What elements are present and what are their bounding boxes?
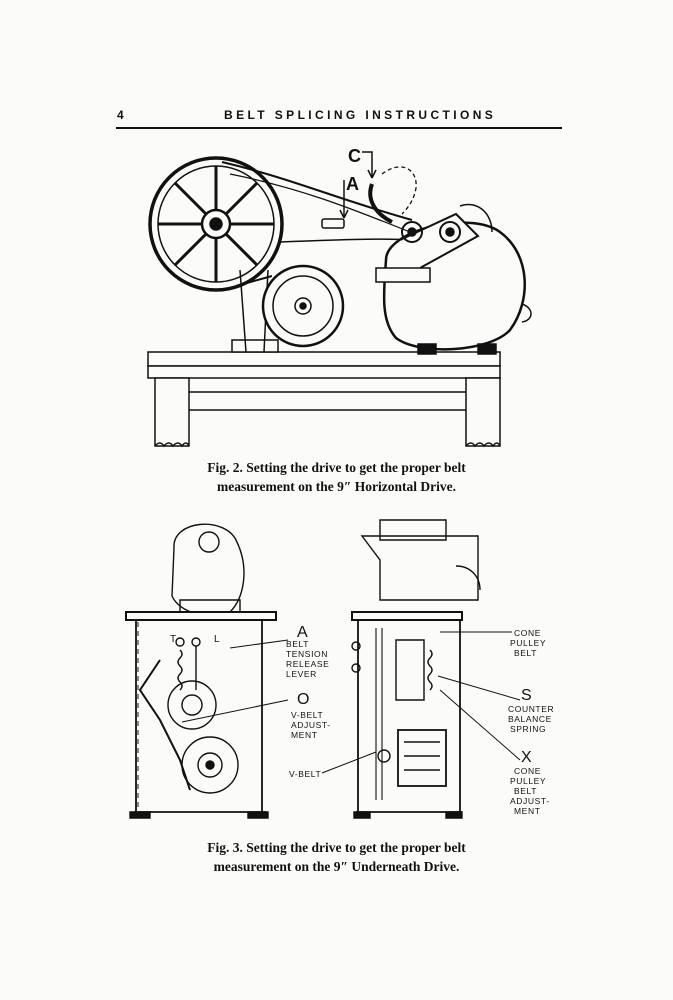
- label-l: L: [214, 634, 220, 645]
- label-s: S: [521, 687, 532, 704]
- label-a-line-4: LEVER: [286, 669, 317, 679]
- running-header: BELT SPLICING INSTRUCTIONS: [224, 108, 497, 122]
- header-rule: [116, 127, 562, 129]
- page-number: 4: [117, 108, 124, 122]
- label-x-line-1: CONE: [514, 766, 541, 776]
- label-cone-line-2: PULLEY: [510, 638, 546, 648]
- bench: [147, 351, 501, 448]
- belt-clip: [321, 218, 345, 229]
- idler-pulley: [261, 264, 345, 348]
- label-cone-line-1: CONE: [514, 628, 541, 638]
- figure-2-label-a: A: [346, 174, 359, 194]
- label-o: O: [297, 691, 309, 708]
- label-s-line-2: BALANCE: [508, 714, 552, 724]
- label-a-line-1: BELT: [286, 639, 309, 649]
- label-t: T: [170, 634, 176, 645]
- label-s-line-1: COUNTER: [508, 704, 554, 714]
- label-a-line-3: RELEASE: [286, 659, 329, 669]
- label-s-line-3: SPRING: [510, 724, 546, 734]
- label-a-line-2: TENSION: [286, 649, 328, 659]
- figure-2-caption-line-2: measurement on the 9″ Horizontal Drive.: [217, 479, 456, 494]
- label-x: X: [521, 749, 532, 766]
- label-a: A: [297, 624, 308, 641]
- figure-2-label-c: C: [348, 146, 361, 166]
- label-x-line-4: ADJUST-: [510, 796, 550, 806]
- figure-2-caption-line-1: Fig. 2. Setting the drive to get the pro…: [207, 460, 466, 475]
- figure-2-drawing: C A: [147, 146, 532, 448]
- left-cabinet: [125, 523, 277, 819]
- right-cabinet: [351, 519, 481, 819]
- label-cone-line-3: BELT: [514, 648, 537, 658]
- label-x-line-3: BELT: [514, 786, 537, 796]
- label-o-line-1: V-BELT: [291, 710, 323, 720]
- label-v-belt: V-BELT: [289, 769, 321, 779]
- flywheel: [148, 156, 284, 292]
- label-o-line-3: MENT: [291, 730, 317, 740]
- label-x-line-2: PULLEY: [510, 776, 546, 786]
- label-x-line-5: MENT: [514, 806, 540, 816]
- figure-3-caption-line-2: measurement on the 9″ Underneath Drive.: [213, 859, 460, 874]
- figure-3-caption-line-1: Fig. 3. Setting the drive to get the pro…: [207, 840, 466, 855]
- lever: [368, 183, 393, 224]
- label-o-line-2: ADJUST-: [291, 720, 331, 730]
- motor: [375, 203, 532, 355]
